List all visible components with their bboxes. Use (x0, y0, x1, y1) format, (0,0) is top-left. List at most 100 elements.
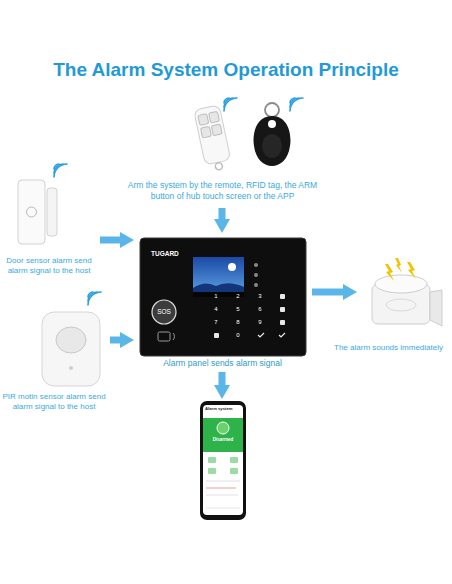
keypad-digit: 3 (254, 293, 266, 301)
siren (372, 258, 442, 326)
pir-lens (56, 327, 86, 353)
sound-bolt (395, 258, 402, 273)
keypad-digit: 2 (232, 293, 244, 301)
signal-waves (88, 292, 101, 305)
key-icon (280, 320, 285, 325)
app-list-line (206, 481, 240, 482)
panel-screen (193, 257, 244, 297)
signal-waves (54, 164, 67, 177)
app-list-line (206, 495, 238, 496)
app-header (203, 418, 243, 452)
remote-button (201, 126, 212, 138)
keypad-digit: 9 (254, 319, 266, 327)
device-node: PIR motin sensor alarm send alarm signal… (0, 300, 108, 418)
node-caption: Alarm system (205, 406, 241, 411)
signal-waves (224, 98, 237, 111)
sensor-magnet (47, 188, 57, 236)
signal-arrow (219, 208, 226, 219)
app-icon (230, 468, 238, 474)
rfid-tag (254, 103, 291, 166)
device-node: TUGARD Alarm panel sends alarm signal (135, 234, 310, 370)
wave-arc (54, 164, 67, 177)
siren-top (375, 275, 427, 293)
rfid-reader-icon (158, 332, 174, 341)
signal-arrow (100, 237, 120, 244)
node-text: Alarm panel sends alarm signal (135, 358, 310, 369)
signal-arrow (312, 289, 343, 296)
keypad-icons (214, 294, 285, 338)
status-icon (254, 283, 258, 287)
sound-bolt (385, 264, 394, 281)
node-caption: PIR motin sensor alarm send alarm signal… (0, 392, 108, 413)
app-status-circle (217, 422, 229, 434)
device-node: Alarm systemDisarmed (195, 400, 251, 524)
rfid-card (158, 332, 170, 341)
rfid-wave (173, 333, 174, 340)
status-icon (254, 263, 258, 267)
diagram-title: The Alarm System Operation Principle (0, 58, 452, 83)
key-icon (280, 307, 285, 312)
keypad-digit: 6 (254, 306, 266, 314)
siren-bracket (430, 290, 442, 326)
sos-button (152, 300, 176, 324)
signal-arrow (110, 337, 120, 344)
remote-body (194, 105, 231, 165)
keypad-digit: 4 (210, 306, 222, 314)
key-ring (265, 103, 279, 117)
node-caption: Door sensor alarm send alarm signal to t… (0, 256, 98, 277)
status-icon (254, 273, 258, 277)
screen-moon (228, 263, 236, 271)
node-text: Disarmed (203, 437, 243, 443)
keypad-digit: 0 (232, 332, 244, 340)
sound-bolt (407, 262, 416, 279)
node-caption: The alarm sounds immediately (325, 343, 452, 353)
alarm-panel (140, 238, 306, 356)
phone-screen (203, 405, 243, 515)
sensor-body (18, 180, 45, 244)
smartphone (200, 401, 246, 520)
keypad-digit: 5 (232, 306, 244, 314)
remote-button (211, 124, 222, 136)
device-node: Door sensor alarm send alarm signal to t… (0, 178, 98, 278)
remote-ring (215, 162, 223, 170)
keypad-digit: 7 (210, 319, 222, 327)
check-icon (258, 333, 264, 337)
app-icon (230, 457, 238, 463)
signal-waves (290, 98, 303, 111)
remote-button (209, 111, 220, 123)
siren-grille (386, 299, 416, 311)
keypad-digit: 8 (232, 319, 244, 327)
device-node: Arm the system by the remote, RFID tag, … (120, 92, 325, 206)
node-caption: TUGARD (151, 250, 211, 258)
remote-button (198, 114, 209, 126)
button-label: SOS (152, 308, 176, 316)
app-icon (208, 468, 216, 474)
wave-arc (224, 98, 237, 111)
tag-body (254, 116, 291, 166)
signal-arrow (219, 372, 226, 385)
app-icon (208, 457, 216, 463)
door-sensor (18, 180, 57, 244)
app-tab-bar (206, 508, 240, 509)
phone-frame (200, 401, 246, 520)
device-node: The alarm sounds immediately (358, 255, 452, 355)
keypad-digit: 1 (210, 293, 222, 301)
panel-body (140, 238, 306, 356)
sensor-button (27, 207, 37, 217)
remote-control (194, 105, 233, 173)
wave-arc (290, 98, 303, 111)
app-list-line (206, 488, 236, 489)
key-icon (214, 333, 219, 338)
tag-hole (268, 120, 276, 128)
pir-led (69, 366, 73, 370)
pir-body (42, 312, 100, 386)
pir-sensor (42, 312, 100, 386)
key-icon (280, 294, 285, 299)
tag-face (262, 134, 282, 158)
wave-arc (88, 292, 101, 305)
check-icon (279, 333, 285, 337)
node-caption: Arm the system by the remote, RFID tag, … (120, 180, 325, 202)
